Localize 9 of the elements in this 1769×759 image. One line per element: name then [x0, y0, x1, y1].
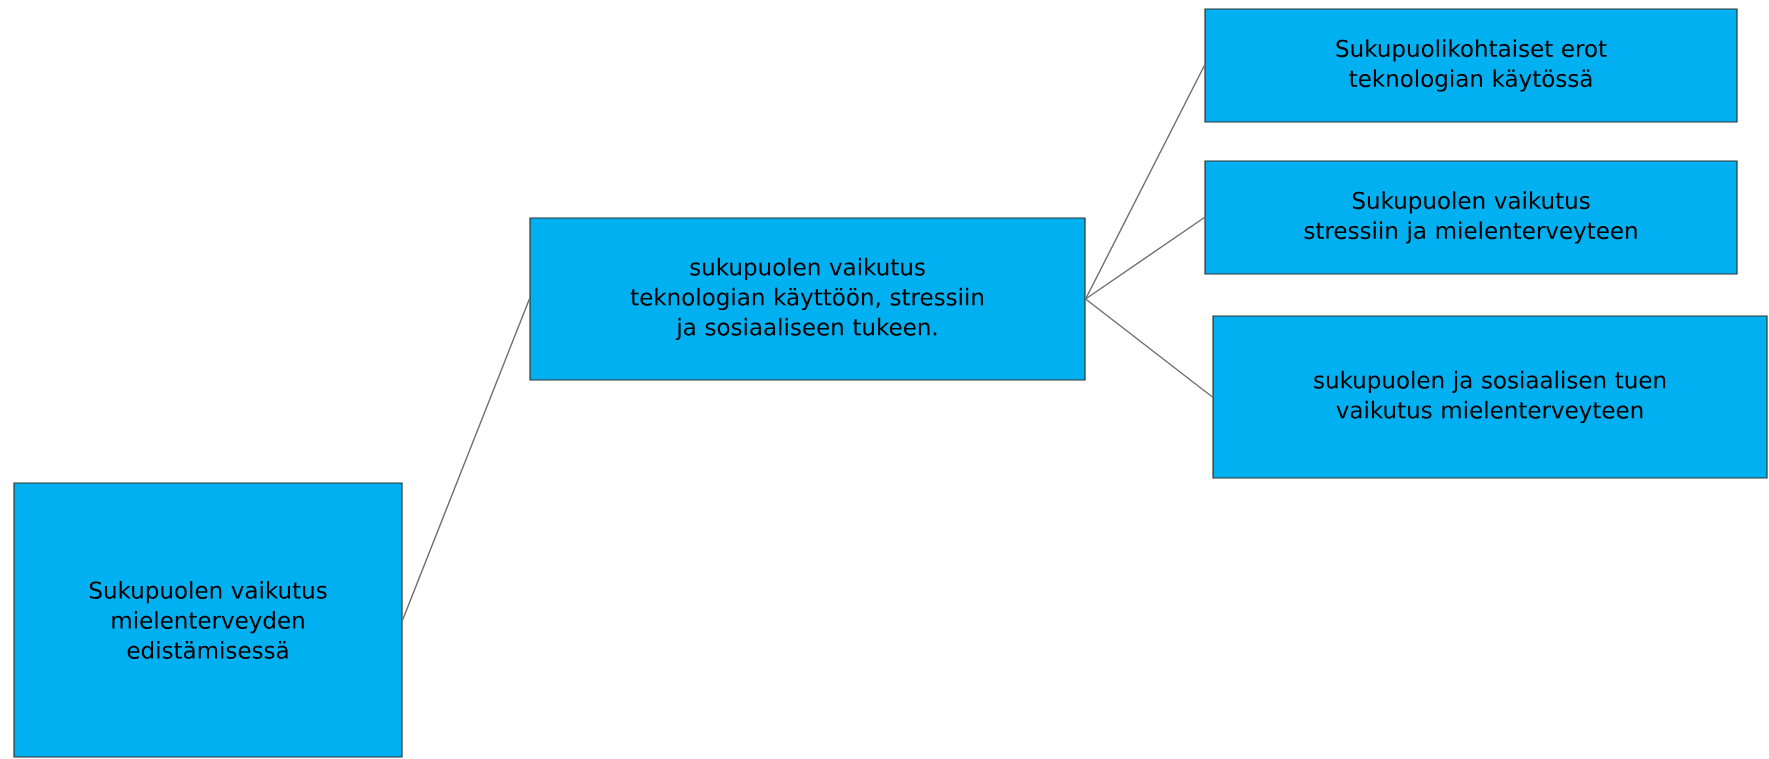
text-box: Sukupuolen vaikutus mielenterveyden edistämisessä — [13, 482, 403, 758]
text-box: Sukupuolen vaikutus stressiin ja mielenterveyteen — [1204, 160, 1738, 275]
text-box: sukupuolen ja sosiaalisen tuen vaikutus mielenterveyteen — [1212, 315, 1768, 479]
connector-line — [1084, 64, 1206, 300]
connector-line — [1084, 216, 1206, 300]
connector-line — [1084, 298, 1214, 398]
text-box: Sukupuolikohtaiset erot teknologian käytössä — [1204, 8, 1738, 123]
connector-line — [401, 298, 531, 621]
text-box: sukupuolen vaikutus teknologian käyttöön, stressiin ja sosiaaliseen tukeen. — [529, 217, 1086, 381]
